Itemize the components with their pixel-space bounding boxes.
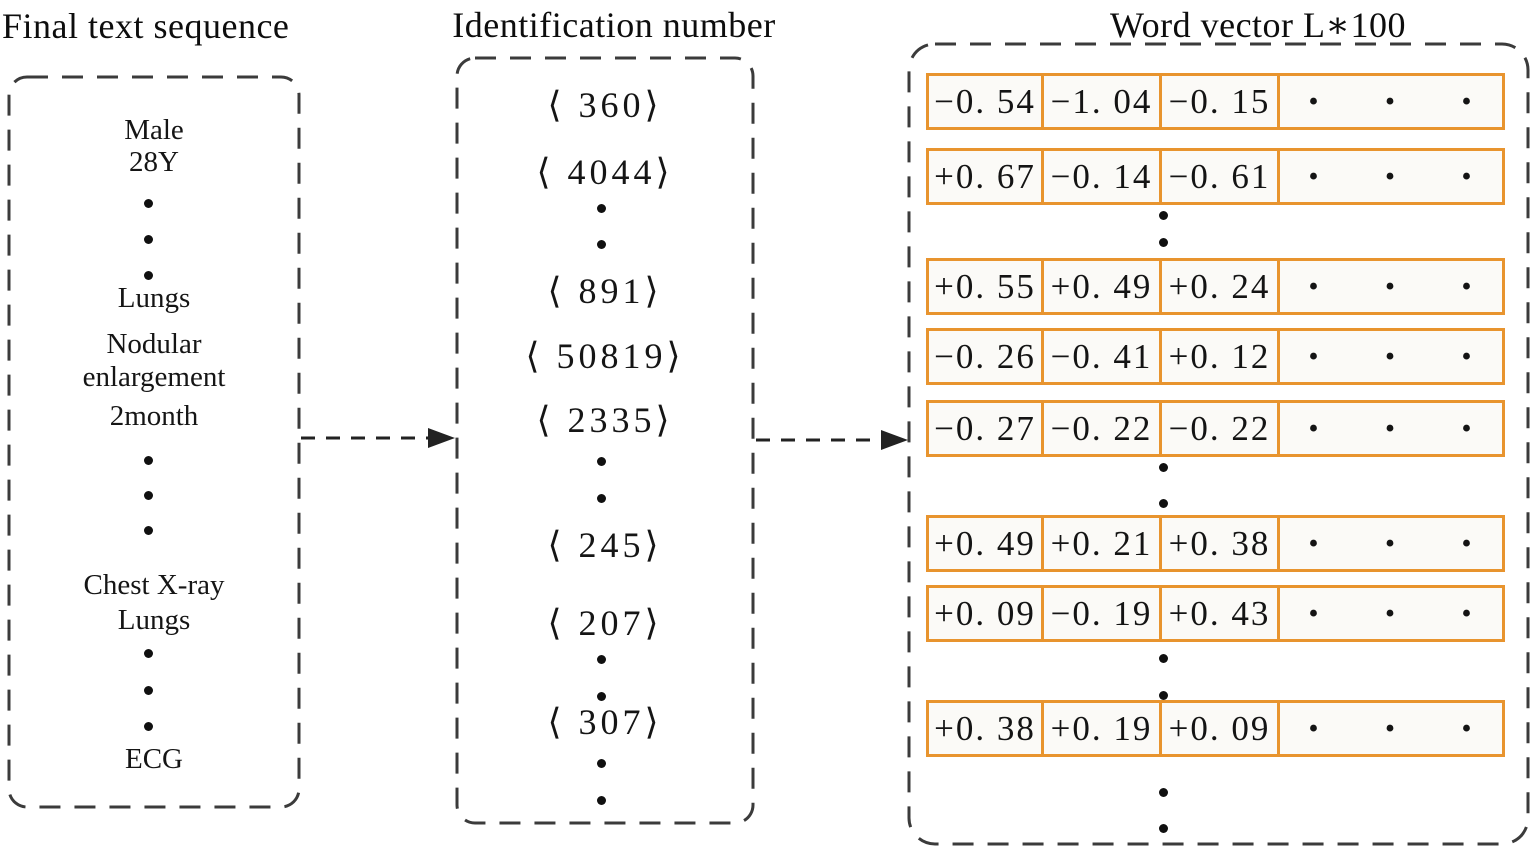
vertical-ellipsis-icon (144, 649, 153, 658)
vector-row: +0. 49 +0. 21 +0. 38 · · · (926, 515, 1505, 572)
vector-cell: +0. 09 (1159, 700, 1280, 757)
sequence-item: 2month (109, 400, 199, 432)
vertical-ellipsis-icon (597, 796, 606, 805)
vertical-ellipsis-icon (144, 235, 153, 244)
text-sequence-box-border (7, 75, 301, 809)
sequence-item: 28Y (129, 146, 179, 178)
vector-row: −0. 27 −0. 22 −0. 22 · · · (926, 400, 1505, 457)
vector-cell-ellipsis: · · · (1277, 700, 1505, 757)
id-token: ⟨ 50819⟩ (525, 336, 685, 376)
vertical-ellipsis-icon (144, 722, 153, 731)
vertical-ellipsis-icon (1159, 654, 1168, 663)
vector-cell: −0. 22 (1041, 400, 1162, 457)
vector-row: +0. 09 −0. 19 +0. 43 · · · (926, 585, 1505, 642)
vector-cell: +0. 55 (926, 258, 1044, 315)
vertical-ellipsis-icon (144, 271, 153, 280)
sequence-item: Nodular enlargement (82, 328, 226, 393)
vector-cell: +0. 21 (1041, 515, 1162, 572)
vector-cell: −0. 14 (1041, 148, 1162, 205)
arrowhead-right-icon (881, 430, 908, 450)
vertical-ellipsis-icon (597, 494, 606, 503)
vertical-ellipsis-icon (1159, 824, 1168, 833)
id-token: ⟨ 2335⟩ (536, 400, 674, 440)
vector-cell-ellipsis: · · · (1277, 328, 1505, 385)
vertical-ellipsis-icon (144, 456, 153, 465)
vector-cell: +0. 12 (1159, 328, 1280, 385)
vector-cell: −0. 27 (926, 400, 1044, 457)
vertical-ellipsis-icon (597, 692, 606, 701)
vertical-ellipsis-icon (1159, 499, 1168, 508)
sequence-item: Chest X-ray (83, 569, 225, 601)
text-sequence-title: Final text sequence (2, 6, 290, 46)
vector-cell: −0. 41 (1041, 328, 1162, 385)
vertical-ellipsis-icon (597, 240, 606, 249)
vector-cell-ellipsis: · · · (1277, 400, 1505, 457)
vector-cell: −0. 19 (1041, 585, 1162, 642)
vector-cell-ellipsis: · · · (1277, 148, 1505, 205)
id-token: ⟨ 207⟩ (547, 603, 663, 643)
vector-row: +0. 38 +0. 19 +0. 09 · · · (926, 700, 1505, 757)
arrowhead-right-icon (428, 428, 455, 448)
vector-cell: −0. 26 (926, 328, 1044, 385)
vector-cell: +0. 09 (926, 585, 1044, 642)
id-token: ⟨ 891⟩ (547, 271, 663, 311)
id-token: ⟨ 360⟩ (547, 85, 663, 125)
vector-cell-ellipsis: · · · (1277, 258, 1505, 315)
id-token: ⟨ 307⟩ (547, 702, 663, 742)
sequence-item: Lungs (117, 282, 191, 314)
vertical-ellipsis-icon (1159, 788, 1168, 797)
vector-cell: +0. 38 (926, 700, 1044, 757)
vertical-ellipsis-icon (597, 759, 606, 768)
vector-cell: +0. 19 (1041, 700, 1162, 757)
vector-cell: +0. 38 (1159, 515, 1280, 572)
sequence-item: Male (124, 114, 184, 146)
vertical-ellipsis-icon (1159, 463, 1168, 472)
vector-cell: +0. 24 (1159, 258, 1280, 315)
word-vector-title: Word vector L∗100 (1110, 5, 1406, 45)
vector-cell: +0. 49 (926, 515, 1044, 572)
identification-title: Identification number (452, 5, 776, 45)
id-token: ⟨ 4044⟩ (536, 152, 674, 192)
vertical-ellipsis-icon (144, 491, 153, 500)
vertical-ellipsis-icon (597, 655, 606, 664)
vector-cell-ellipsis: · · · (1277, 585, 1505, 642)
vector-cell: −0. 22 (1159, 400, 1280, 457)
vector-cell-ellipsis: · · · (1277, 515, 1505, 572)
vector-cell-ellipsis: · · · (1277, 73, 1505, 130)
vector-cell: −0. 15 (1159, 73, 1280, 130)
vector-cell: +0. 43 (1159, 585, 1280, 642)
vertical-ellipsis-icon (1159, 211, 1168, 220)
vertical-ellipsis-icon (597, 457, 606, 466)
vector-row: −0. 54 −1. 04 −0. 15 · · · (926, 73, 1505, 130)
vertical-ellipsis-icon (144, 199, 153, 208)
sequence-item: Lungs (117, 604, 191, 636)
sequence-item: ECG (125, 743, 183, 775)
vertical-ellipsis-icon (1159, 238, 1168, 247)
vertical-ellipsis-icon (144, 526, 153, 535)
vector-row: +0. 67 −0. 14 −0. 61 · · · (926, 148, 1505, 205)
vector-cell: −1. 04 (1041, 73, 1162, 130)
vector-cell: −0. 54 (926, 73, 1044, 130)
vector-cell: −0. 61 (1159, 148, 1280, 205)
vector-row: −0. 26 −0. 41 +0. 12 · · · (926, 328, 1505, 385)
vertical-ellipsis-icon (144, 686, 153, 695)
vector-cell: +0. 67 (926, 148, 1044, 205)
vertical-ellipsis-icon (1159, 691, 1168, 700)
vertical-ellipsis-icon (597, 204, 606, 213)
vector-row: +0. 55 +0. 49 +0. 24 · · · (926, 258, 1505, 315)
vector-cell: +0. 49 (1041, 258, 1162, 315)
id-token: ⟨ 245⟩ (547, 525, 663, 565)
